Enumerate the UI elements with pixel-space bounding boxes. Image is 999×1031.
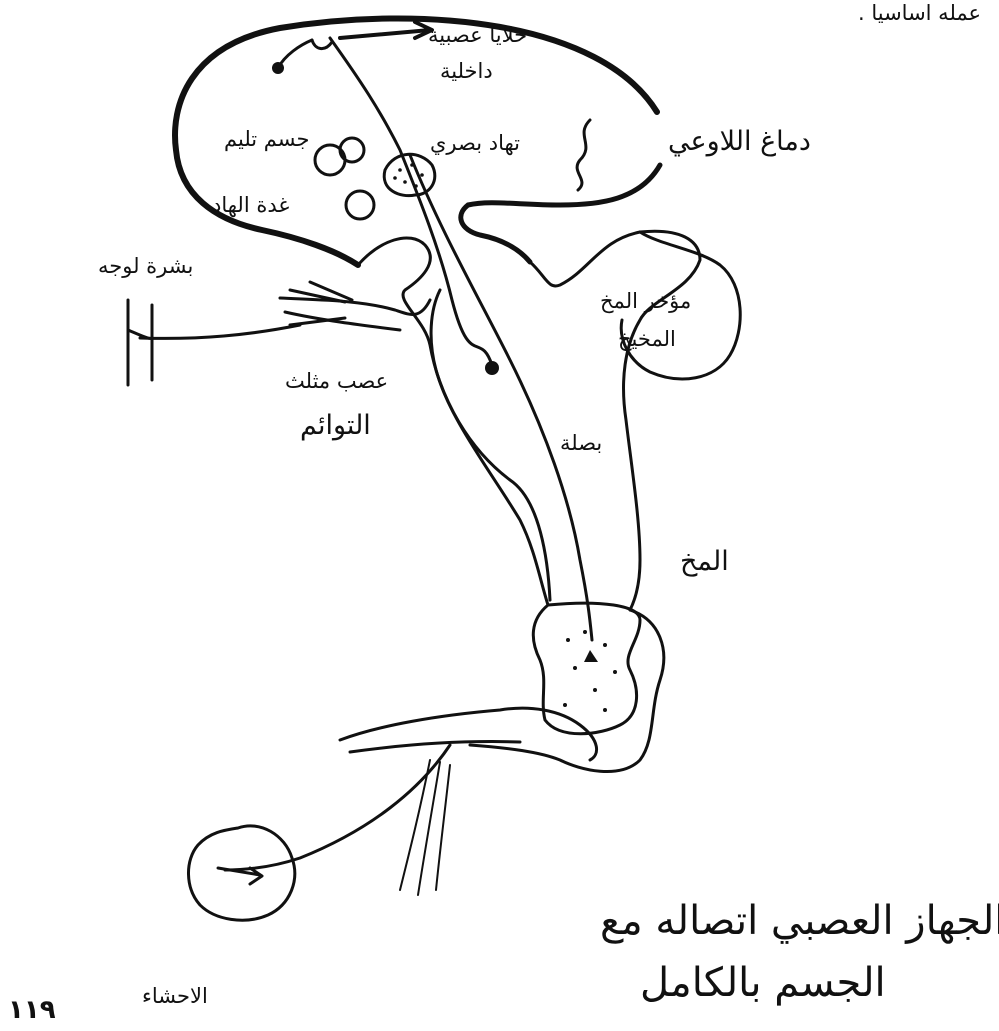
hypothalamus-shape — [346, 191, 374, 219]
spinal-neuron — [584, 650, 598, 662]
nerve-to-viscera — [225, 745, 450, 870]
neuron-dot-top-line — [278, 40, 312, 68]
label-facial-skin: بشرة لوجه — [98, 255, 193, 277]
label-spinal-cord: المخ — [680, 548, 729, 576]
label-viscera: الاحشاء — [142, 985, 208, 1007]
pineal-gland-shape-2 — [340, 138, 364, 162]
top-hook — [312, 40, 332, 49]
label-internal-neurons-2: داخلية — [440, 60, 493, 82]
facial-nerve-line — [140, 325, 300, 338]
nerve-fiber-spinal — [410, 155, 592, 640]
label-trigeminal-nerve-2: التوائم — [300, 412, 371, 440]
brainstem-left — [358, 238, 550, 600]
label-unconscious-brain: دماغ اللاوعي — [668, 128, 811, 156]
nerve-fiber-long — [330, 38, 492, 365]
brain-fold-mark — [577, 120, 590, 190]
page-number: ١١٩ — [8, 995, 56, 1025]
header-fragment: عمله اساسيا . — [858, 2, 981, 24]
nerve-bundle — [400, 760, 450, 895]
viscera-arrow — [218, 868, 262, 884]
label-thalamus: تهاد بصري — [430, 132, 520, 154]
brainstem-inner-left — [431, 290, 548, 605]
label-pineal-body: جسم تليم — [224, 128, 309, 150]
caption-line-1: الجهاز العصبي اتصاله مع — [600, 900, 999, 942]
caption-line-2: الجسم بالكامل — [640, 962, 886, 1004]
label-medulla: بصلة — [560, 432, 602, 454]
spinal-segment-outline — [533, 603, 640, 734]
brain-outline-right — [461, 165, 660, 262]
trigeminal-branch-2 — [285, 312, 400, 330]
neuron-dot-bottom — [485, 361, 499, 375]
facial-skin-marks — [128, 300, 152, 385]
label-cerebellum: مؤخر المخ — [600, 290, 691, 312]
spinal-segment-dots — [563, 630, 617, 712]
label-cerebellum-2: المخيخ — [618, 328, 676, 350]
label-hypothalamus: غدة الهاد — [212, 194, 289, 216]
label-trigeminal-nerve: عصب مثلث — [285, 370, 388, 392]
label-internal-neurons: خلايا عصبية — [428, 24, 527, 46]
spinal-outer-curve — [470, 610, 664, 772]
visceral-nerve — [340, 708, 597, 760]
